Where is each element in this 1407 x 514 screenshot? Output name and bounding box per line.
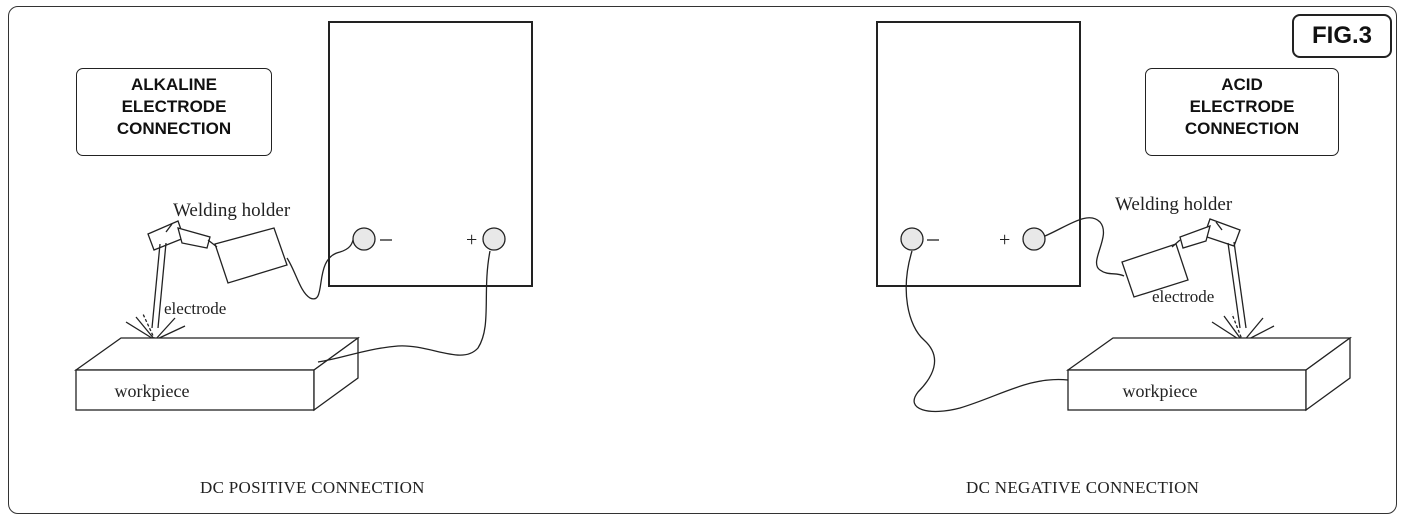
right-negative-terminal <box>900 227 924 251</box>
left-electrode-label: electrode <box>164 299 226 318</box>
right-workpiece-label: workpiece <box>1123 381 1198 401</box>
left-negative-terminal <box>352 227 376 251</box>
acid-box-line-3: CONNECTION <box>1184 119 1300 138</box>
left-workpiece <box>73 336 360 412</box>
right-caption: DC NEGATIVE CONNECTION <box>966 478 1200 497</box>
right-electrode-label: electrode <box>1152 287 1214 306</box>
right-welding-holder <box>1121 218 1241 298</box>
right-power-source <box>876 21 1081 287</box>
left-workpiece-cable <box>317 250 491 363</box>
left-workpiece-label: workpiece <box>115 381 190 401</box>
right-electrode-rod <box>1227 242 1241 329</box>
acid-box-line-2: ELECTRODE <box>1189 97 1295 116</box>
left-power-source <box>328 21 533 287</box>
acid-connection-box: ACID ELECTRODE CONNECTION <box>1145 68 1339 156</box>
left-welding-holder <box>147 220 288 284</box>
left-positive-terminal <box>482 227 506 251</box>
left-holder-cable <box>286 239 354 300</box>
figure-label: FIG.3 <box>1292 14 1392 58</box>
left-holder-label: Welding holder <box>173 200 291 221</box>
acid-box-line-1: ACID <box>1221 75 1263 94</box>
alkaline-box-line-1: ALKALINE <box>131 75 217 94</box>
alkaline-connection-box: ALKALINE ELECTRODE CONNECTION <box>76 68 272 156</box>
right-plus-sign: + <box>999 229 1010 251</box>
alkaline-box-line-2: ELECTRODE <box>121 97 227 116</box>
left-plus-sign: + <box>466 229 477 251</box>
alkaline-box-line-3: CONNECTION <box>116 119 232 138</box>
right-workpiece-cable <box>905 250 1069 413</box>
right-holder-cable <box>1044 217 1125 277</box>
right-positive-terminal <box>1022 227 1046 251</box>
left-electrode-rod <box>151 243 161 329</box>
left-caption: DC POSITIVE CONNECTION <box>200 478 425 497</box>
right-workpiece <box>1065 336 1352 412</box>
right-holder-label: Welding holder <box>1115 194 1233 215</box>
